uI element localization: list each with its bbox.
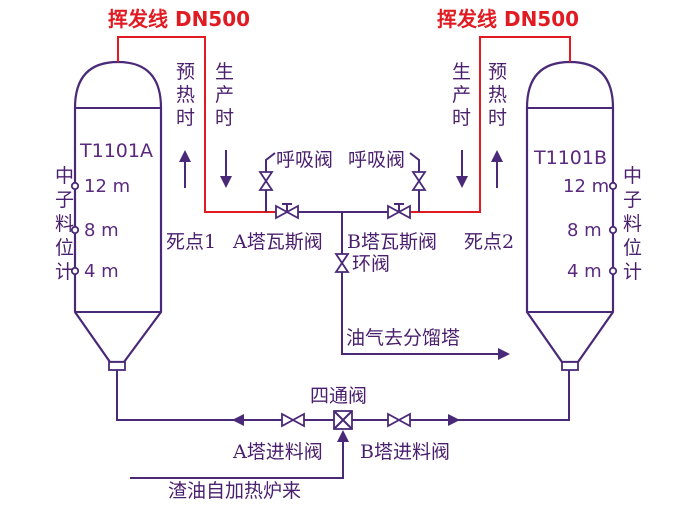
gas-valve-b-right <box>397 204 411 220</box>
tank-b-nozzle <box>561 361 579 371</box>
level-meter-b-label: 中子料位计 <box>623 165 642 283</box>
breather-valve-left-label: 呼吸阀 <box>276 149 333 171</box>
oil-gas-outlet-arrow <box>498 348 510 360</box>
breather-pipe-left <box>265 152 276 212</box>
level-4-marker-b <box>608 266 618 276</box>
residue-feed-pipe <box>130 440 344 479</box>
ring-valve-label: 环阀 <box>352 253 390 275</box>
tank-a-nozzle <box>108 361 126 371</box>
vapor-line-left-label: 挥发线 DN500 <box>108 7 250 31</box>
level-12-marker-b <box>608 181 618 191</box>
breather-pipe-right <box>409 152 420 212</box>
level-meter-a-label: 中子料位计 <box>55 165 74 283</box>
breather-valve-right-bottom <box>411 179 427 191</box>
four-way-valve-diag-2 <box>333 410 353 430</box>
level-8-marker-a <box>70 225 80 235</box>
residue-feed-arrow <box>337 430 349 442</box>
dead-point-1-label: 死点1 <box>166 231 216 253</box>
preheat-label-right: 预热时 <box>488 61 507 129</box>
feed-pipe-a <box>116 370 335 421</box>
dead-point-2-label: 死点2 <box>464 231 514 253</box>
tank-b-label: T1101B <box>533 147 607 169</box>
vapor-line-right <box>410 36 571 213</box>
breather-valve-left-top <box>258 171 274 183</box>
gas-valve-a-right <box>285 204 299 220</box>
residue-feed-label: 渣油自加热炉来 <box>168 480 301 502</box>
production-arrow-right-head <box>456 176 468 188</box>
gas-valve-a-left <box>275 204 289 220</box>
gas-valve-b-left <box>387 204 401 220</box>
oil-gas-outlet-label: 油气去分馏塔 <box>346 327 460 349</box>
level-8-label-b: 8 m <box>567 220 602 241</box>
ring-valve-top <box>334 253 350 265</box>
inlet-valve-a-right <box>291 412 305 428</box>
tank-a-body <box>73 60 163 364</box>
four-way-valve-label: 四通阀 <box>310 385 367 407</box>
inlet-valve-a-label: A塔进料阀 <box>232 441 323 463</box>
feed-arrow-a <box>232 414 244 426</box>
level-4-label-a: 4 m <box>84 261 119 282</box>
level-12-label-b: 12 m <box>563 176 609 197</box>
vapor-line-right-label: 挥发线 DN500 <box>437 7 579 31</box>
production-label-left: 生产时 <box>215 61 234 129</box>
tank-a-label: T1101A <box>79 140 153 162</box>
preheat-arrow-right-head <box>491 150 503 162</box>
inlet-valve-b-label: B塔进料阀 <box>360 441 450 463</box>
breather-valve-right-label: 呼吸阀 <box>348 149 405 171</box>
ring-valve-bottom <box>334 261 350 273</box>
level-4-label-b: 4 m <box>567 261 602 282</box>
inlet-valve-b-left <box>387 412 401 428</box>
level-8-marker-b <box>608 225 618 235</box>
level-12-marker-a <box>70 181 80 191</box>
production-label-right: 生产时 <box>452 61 471 129</box>
feed-pipe-b <box>352 370 570 421</box>
level-4-marker-a <box>70 266 80 276</box>
gas-valve-b-label: B塔瓦斯阀 <box>347 231 437 253</box>
inlet-valve-a-left <box>281 412 295 428</box>
preheat-label-left: 预热时 <box>176 61 195 129</box>
breather-valve-right-top <box>411 171 427 183</box>
breather-valve-left-bottom <box>258 179 274 191</box>
inlet-valve-b-right <box>397 412 411 428</box>
feed-arrow-b <box>448 414 460 426</box>
production-arrow-left-head <box>220 176 232 188</box>
level-12-label-a: 12 m <box>84 176 130 197</box>
vapor-line-left <box>117 36 275 213</box>
preheat-arrow-left-head <box>179 150 191 162</box>
level-8-label-a: 8 m <box>84 220 119 241</box>
gas-valve-a-label: A塔瓦斯阀 <box>232 231 323 253</box>
